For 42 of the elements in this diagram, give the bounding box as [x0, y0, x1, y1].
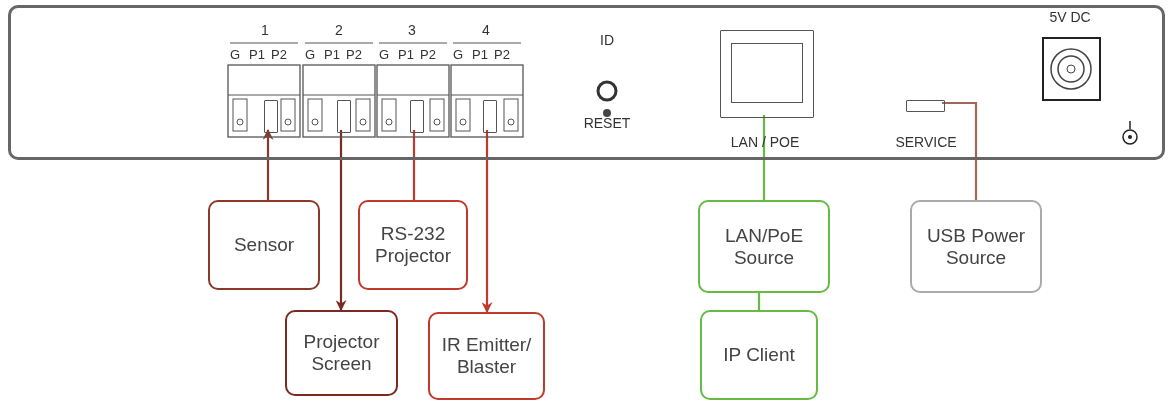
device-box: IP Client	[700, 310, 818, 400]
rj45-port	[720, 30, 814, 118]
port-label: LAN / POE	[730, 134, 800, 150]
pin-label: P2	[494, 47, 510, 62]
device-box: USB Power Source	[910, 200, 1042, 293]
terminal-pin	[264, 100, 278, 133]
device-box: Projector Screen	[285, 310, 398, 396]
device-box: RS-232 Projector	[358, 200, 468, 290]
pin-label: G	[452, 47, 464, 62]
device-panel	[8, 5, 1165, 160]
block-number: 4	[482, 22, 490, 38]
terminal-pin	[337, 100, 351, 133]
button-label: ID	[600, 32, 614, 48]
connector-line	[757, 293, 761, 310]
pin-label: P2	[271, 47, 287, 62]
button-label: RESET	[583, 115, 631, 131]
device-box: IR Emitter/ Blaster	[428, 312, 545, 400]
device-box: Sensor	[208, 200, 320, 290]
pin-label: P1	[472, 47, 488, 62]
pin-label: P1	[398, 47, 414, 62]
arrow	[335, 130, 347, 312]
pin-label: P1	[324, 47, 340, 62]
connector-line	[412, 130, 416, 200]
terminal-pin	[483, 100, 497, 133]
pin-label: P2	[346, 47, 362, 62]
block-number: 2	[335, 22, 343, 38]
pin-label: G	[378, 47, 390, 62]
terminal-pin	[410, 100, 424, 133]
port-label: SERVICE	[895, 134, 957, 150]
arrow	[262, 128, 274, 200]
block-number: 3	[408, 22, 416, 38]
pin-label: G	[229, 47, 241, 62]
block-number: 1	[261, 22, 269, 38]
device-box: LAN/PoE Source	[698, 200, 830, 293]
pin-label: P2	[420, 47, 436, 62]
pin-label: P1	[249, 47, 265, 62]
usb-port	[906, 100, 945, 112]
connector-line	[762, 115, 766, 200]
pin-label: G	[304, 47, 316, 62]
arrow	[481, 130, 493, 314]
power-label: 5V DC	[1049, 9, 1091, 25]
connector-line	[942, 101, 978, 200]
